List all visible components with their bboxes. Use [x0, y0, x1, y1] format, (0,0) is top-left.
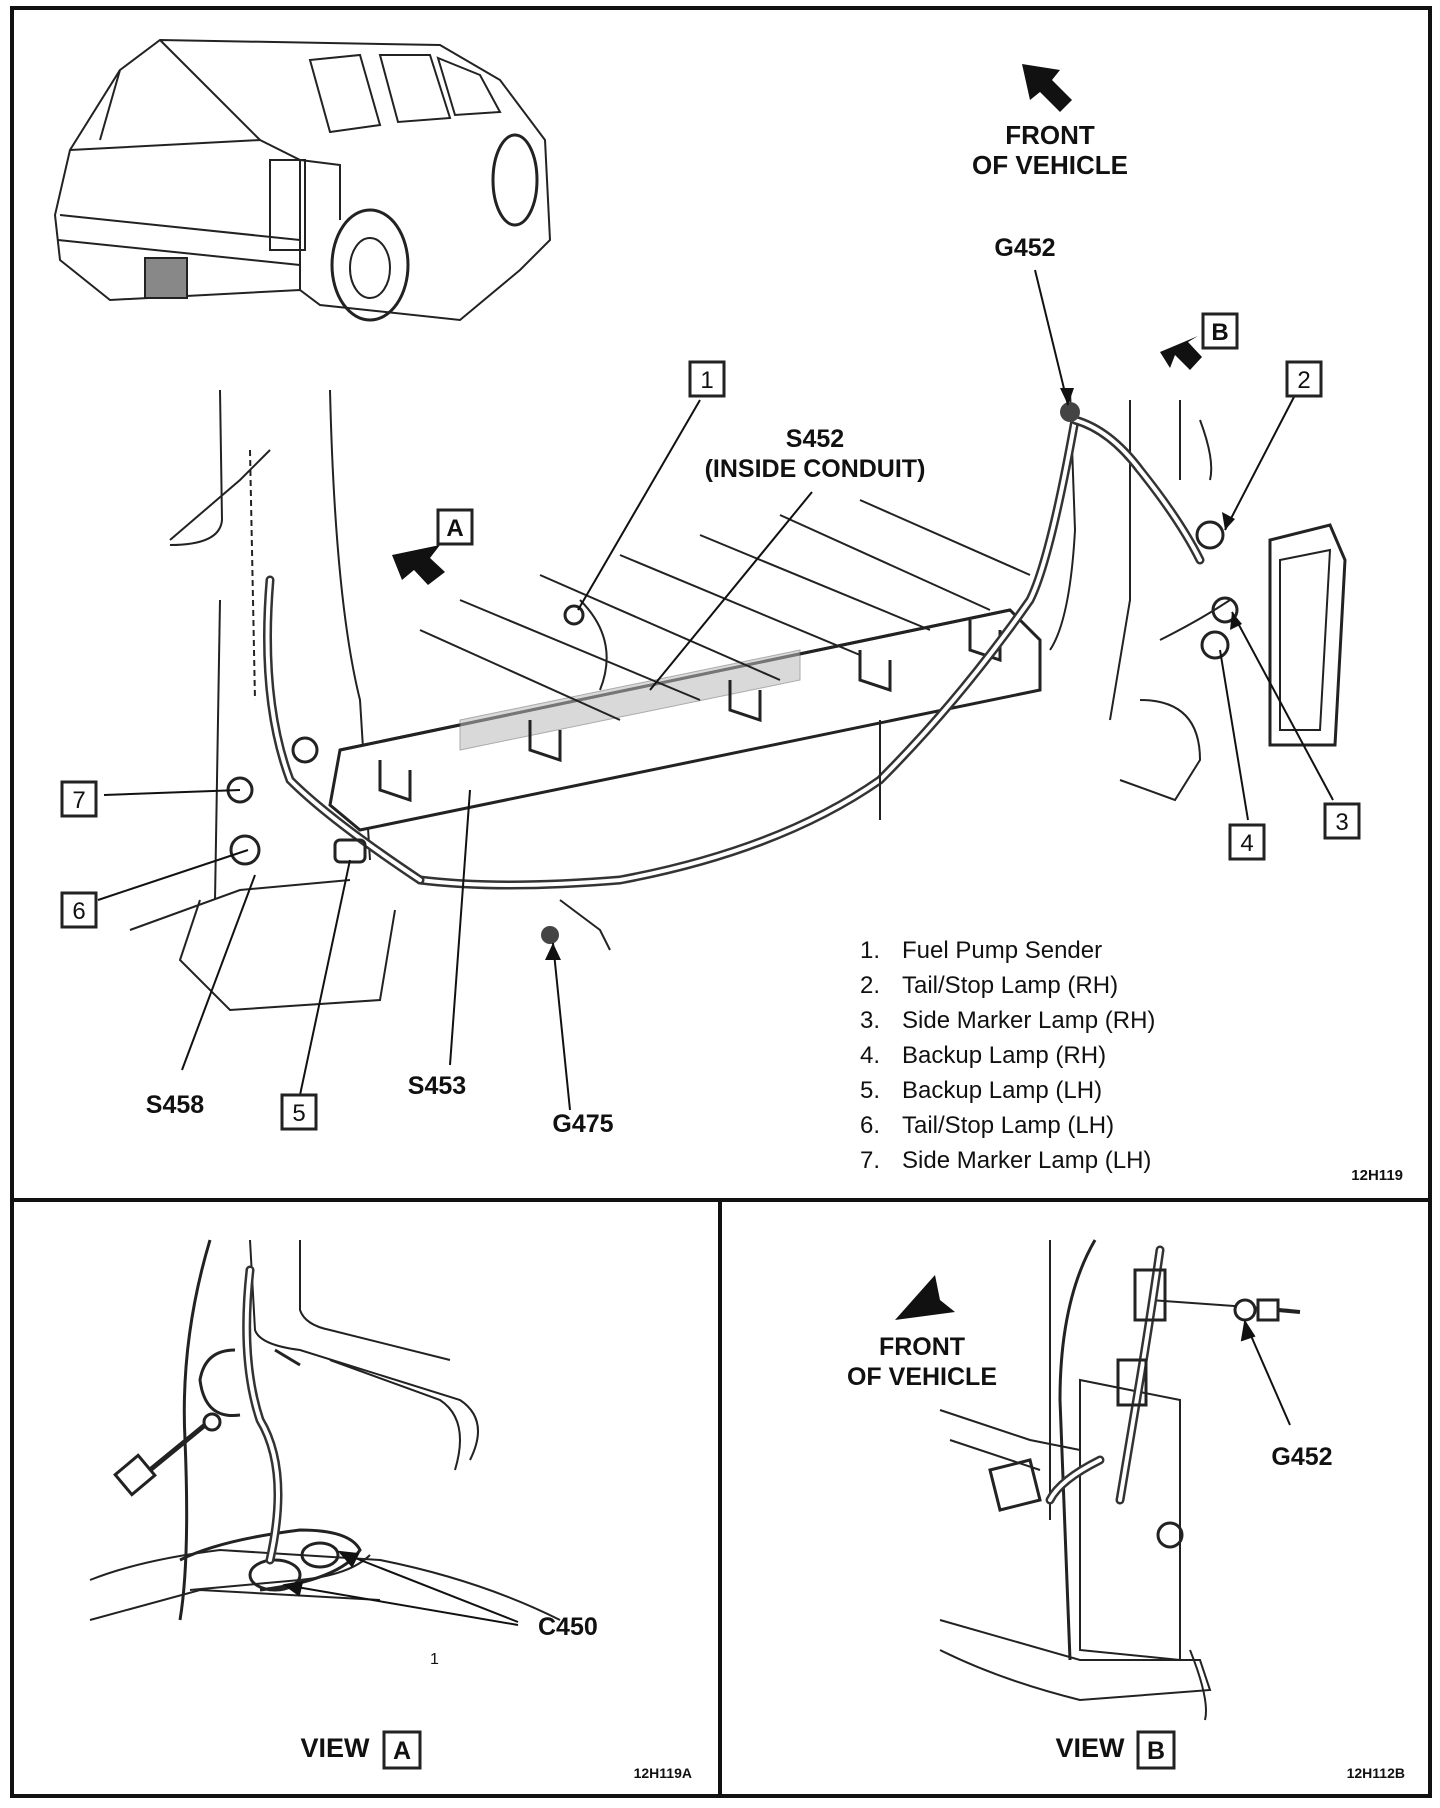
- rear-crossmember: [328, 608, 1042, 832]
- leader-arrowheads: [545, 388, 1242, 960]
- view-b-front-arrow-icon: [895, 1275, 955, 1320]
- view-a-illustration: [89, 1239, 561, 1621]
- callout-box-6: [60, 891, 98, 929]
- vehicle-locator-illustration: [53, 38, 552, 322]
- legend-num-5: 5.: [860, 1077, 880, 1104]
- legend-text-5: Backup Lamp (LH): [902, 1077, 1102, 1104]
- legend-num-1: 1.: [860, 937, 880, 964]
- view-a-title-word: VIEW: [300, 1733, 370, 1763]
- view-a-bolt-icon: [113, 1412, 222, 1497]
- callout-4: 4: [1240, 830, 1253, 857]
- s453-label: S453: [408, 1072, 466, 1100]
- view-b-connector-upper: [1133, 1268, 1167, 1322]
- view-b-leader: [1240, 1319, 1291, 1426]
- s452-sublabel: (INSIDE CONDUIT): [705, 455, 926, 483]
- legend-text-6: Tail/Stop Lamp (LH): [902, 1112, 1114, 1139]
- callout-boxes: 1 2 3 4 5 6 7: [60, 360, 1361, 1131]
- legend-text-7: Side Marker Lamp (LH): [902, 1147, 1151, 1174]
- callout-2: 2: [1297, 367, 1310, 394]
- callout-box-3: [1323, 802, 1361, 840]
- c450-label: C450: [538, 1613, 598, 1641]
- main-figure-code: 12H119: [1351, 1167, 1403, 1184]
- fuel-pump-sender: [563, 604, 585, 626]
- legend-num-7: 7.: [860, 1147, 880, 1174]
- view-a-marker: A: [446, 515, 463, 542]
- view-b-arrow-icon: [1160, 336, 1202, 370]
- view-b-front-line2: OF VEHICLE: [847, 1363, 997, 1391]
- legend-num-2: 2.: [860, 972, 880, 999]
- legend-text-3: Side Marker Lamp (RH): [902, 1007, 1155, 1034]
- callout-1: 1: [700, 367, 713, 394]
- rh-tail-lamp-assembly: [1268, 523, 1347, 747]
- view-a-arrow-icon: [392, 545, 445, 585]
- view-b-g452-label: G452: [1271, 1443, 1332, 1471]
- legend-num-6: 6.: [860, 1112, 880, 1139]
- component-legend: 1. Fuel Pump Sender 2. Tail/Stop Lamp (R…: [860, 937, 1155, 1174]
- legend-text-4: Backup Lamp (RH): [902, 1042, 1106, 1069]
- leader-lines: [97, 269, 1334, 1111]
- view-a-title-letter: A: [393, 1737, 411, 1765]
- legend-text-1: Fuel Pump Sender: [902, 937, 1102, 964]
- view-b-front-line1: FRONT: [879, 1333, 965, 1361]
- s458-label: S458: [146, 1091, 204, 1119]
- view-a-title-box: [382, 1730, 422, 1770]
- view-b-marker-box: [1201, 312, 1239, 350]
- right-body-panel: [1049, 389, 1213, 802]
- front-arrow-icon: [1022, 64, 1072, 112]
- cargo-floor-lines: [419, 499, 1031, 721]
- view-a-marker-box: [436, 508, 474, 546]
- view-b-title-word: VIEW: [1055, 1733, 1125, 1763]
- legend-num-4: 4.: [860, 1042, 880, 1069]
- lamp-sockets: [226, 402, 1239, 944]
- view-a-leaders: [282, 1550, 519, 1626]
- callout-3: 3: [1335, 809, 1348, 836]
- view-b-title-box: [1136, 1730, 1176, 1770]
- g475-ground-bolt: [541, 926, 559, 944]
- view-b-harness: [1045, 1245, 1184, 1549]
- left-body-panel: [129, 389, 396, 1012]
- front-of-vehicle-indicator: FRONT OF VEHICLE: [972, 64, 1128, 180]
- g452-label: G452: [994, 234, 1055, 262]
- callout-5: 5: [292, 1100, 305, 1127]
- view-b-ground-bolt-icon: [1233, 1298, 1301, 1322]
- callout-7: 7: [72, 787, 85, 814]
- legend-text-2: Tail/Stop Lamp (RH): [902, 972, 1118, 999]
- view-b-front-indicator: FRONT OF VEHICLE: [847, 1275, 997, 1391]
- front-label-line2: OF VEHICLE: [972, 150, 1128, 180]
- view-b-illustration: [939, 1239, 1291, 1721]
- view-a-stray-mark: 1: [430, 1651, 439, 1668]
- callout-box-2: [1285, 360, 1323, 398]
- view-b-figure-code: 12H112B: [1347, 1765, 1405, 1781]
- callout-6: 6: [72, 898, 85, 925]
- callout-box-1: [688, 360, 726, 398]
- conduit-shaded-section: [459, 649, 801, 751]
- view-b-title-letter: B: [1147, 1737, 1165, 1765]
- view-a-harness: [198, 1265, 301, 1565]
- callout-box-5: [280, 1093, 318, 1131]
- callout-box-4: [1228, 823, 1266, 861]
- g452-ground-bolt: [1060, 402, 1080, 422]
- callout-box-7: [60, 780, 98, 818]
- legend-num-3: 3.: [860, 1007, 880, 1034]
- front-label-line1: FRONT: [1005, 120, 1095, 150]
- view-b-marker: B: [1211, 319, 1228, 346]
- view-a-figure-code: 12H119A: [634, 1765, 692, 1781]
- view-b-connector-lower: [1116, 1358, 1148, 1407]
- s452-label: S452: [786, 425, 844, 453]
- g475-label: G475: [552, 1110, 613, 1138]
